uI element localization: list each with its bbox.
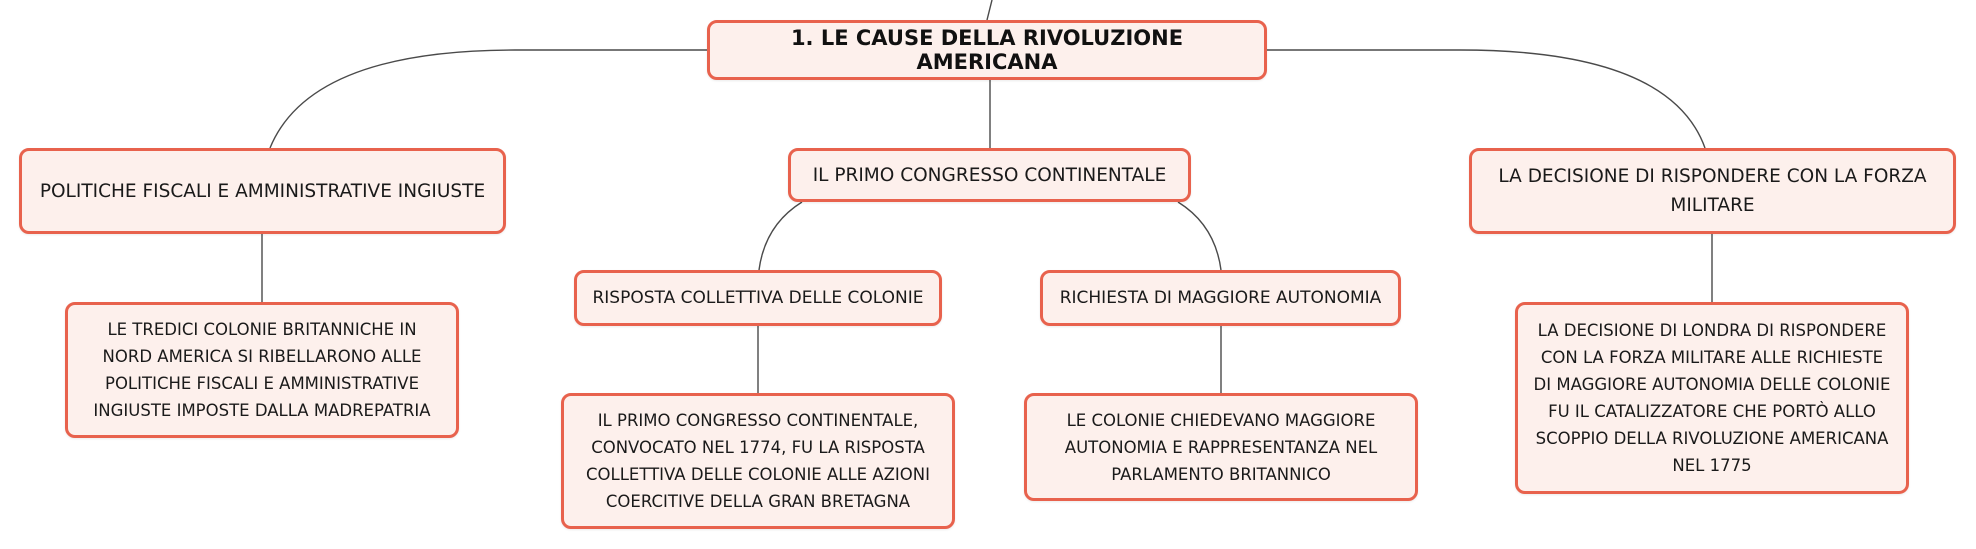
branch-node-label: LA DECISIONE DI RISPONDERE CON LA FORZA … xyxy=(1498,166,1927,216)
branch-node-label: IL PRIMO CONGRESSO CONTINENTALE xyxy=(812,164,1167,186)
branch-node-politiche-fiscali[interactable]: POLITICHE FISCALI E AMMINISTRATIVE INGIU… xyxy=(19,148,506,234)
leaf-node-text: LE TREDICI COLONIE BRITANNICHE IN NORD A… xyxy=(93,320,431,420)
leaf-node-decisione-londra[interactable]: LA DECISIONE DI LONDRA DI RISPONDERE CON… xyxy=(1515,302,1909,494)
subbranch-node-risposta-collettiva[interactable]: RISPOSTA COLLETTIVA DELLE COLONIE xyxy=(574,270,942,326)
branch-node-forza-militare[interactable]: LA DECISIONE DI RISPONDERE CON LA FORZA … xyxy=(1469,148,1956,234)
leaf-node-text: IL PRIMO CONGRESSO CONTINENTALE, CONVOCA… xyxy=(586,411,930,511)
leaf-node-autonomia-rappresentanza[interactable]: LE COLONIE CHIEDEVANO MAGGIORE AUTONOMIA… xyxy=(1024,393,1418,501)
root-node-label: 1. LE CAUSE DELLA RIVOLUZIONE AMERICANA xyxy=(790,26,1184,74)
subbranch-node-label: RISPOSTA COLLETTIVA DELLE COLONIE xyxy=(592,288,924,308)
subbranch-node-label: RICHIESTA DI MAGGIORE AUTONOMIA xyxy=(1059,288,1382,308)
leaf-node-congresso-1774[interactable]: IL PRIMO CONGRESSO CONTINENTALE, CONVOCA… xyxy=(561,393,955,529)
branch-node-primo-congresso[interactable]: IL PRIMO CONGRESSO CONTINENTALE xyxy=(788,148,1191,202)
leaf-node-text: LE COLONIE CHIEDEVANO MAGGIORE AUTONOMIA… xyxy=(1064,410,1378,484)
connector-root-incoming xyxy=(986,0,993,21)
branch-node-label: POLITICHE FISCALI E AMMINISTRATIVE INGIU… xyxy=(39,180,486,202)
connector-root-to-forza xyxy=(1267,49,1706,149)
leaf-node-text: LA DECISIONE DI LONDRA DI RISPONDERE CON… xyxy=(1533,321,1891,475)
connector-root-to-fiscali xyxy=(269,49,707,149)
connector-congresso-to-autonomia xyxy=(1177,201,1222,271)
leaf-node-tredici-colonie[interactable]: LE TREDICI COLONIE BRITANNICHE IN NORD A… xyxy=(65,302,459,438)
subbranch-node-maggiore-autonomia[interactable]: RICHIESTA DI MAGGIORE AUTONOMIA xyxy=(1040,270,1401,326)
root-node[interactable]: 1. LE CAUSE DELLA RIVOLUZIONE AMERICANA xyxy=(707,20,1267,80)
connector-congresso-to-risposta xyxy=(758,201,803,271)
